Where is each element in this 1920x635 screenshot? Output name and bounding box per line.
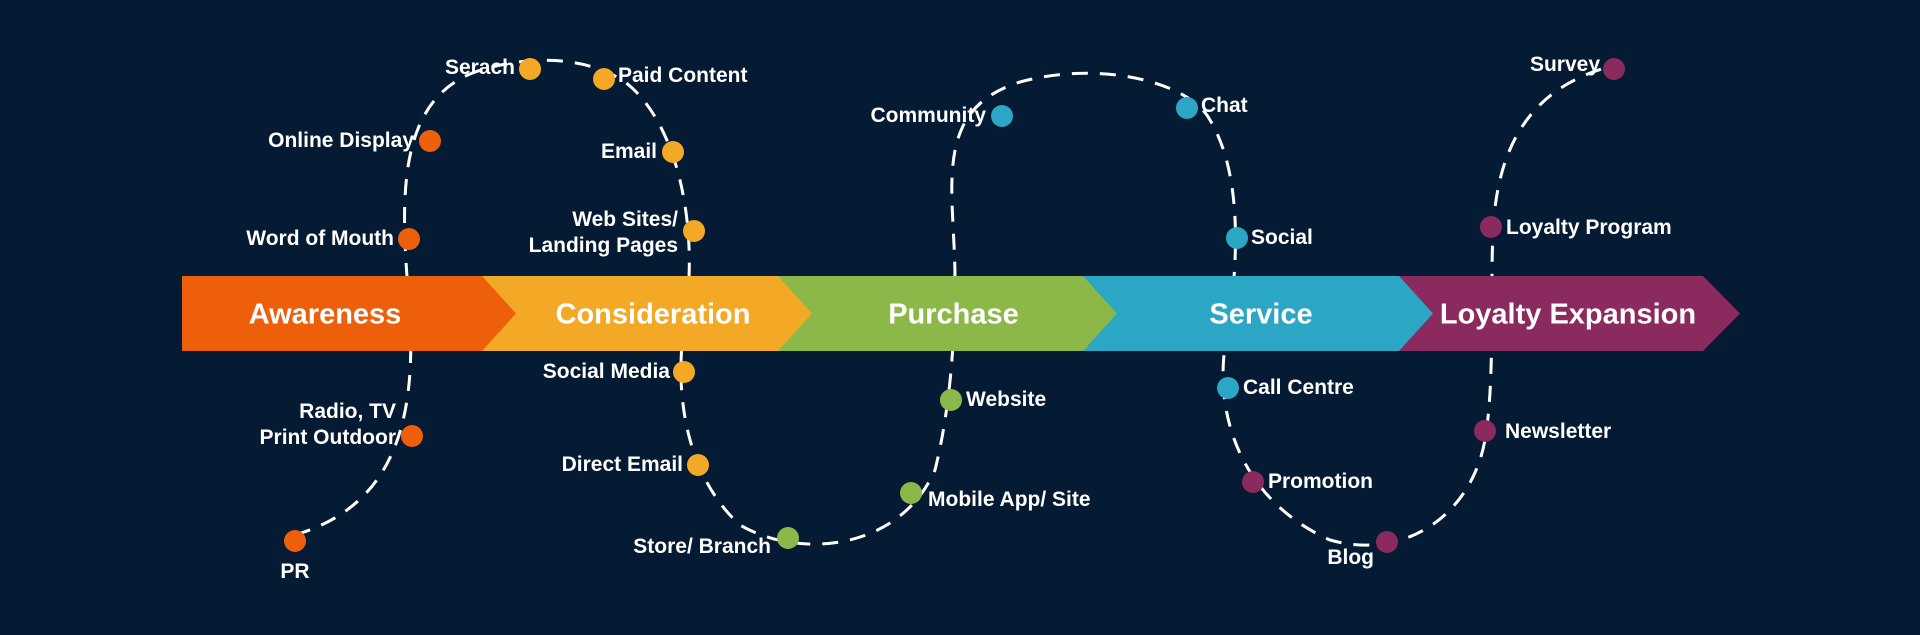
- touchpoint-store-branch: Store/ Branch: [633, 527, 799, 558]
- touchpoint-label: Website: [966, 388, 1046, 411]
- touchpoint-call-centre: Call Centre: [1217, 376, 1354, 399]
- touchpoint-label: Social: [1251, 226, 1313, 249]
- touchpoint-loyalty-program: Loyalty Program: [1480, 216, 1672, 239]
- touchpoint-dot: [683, 220, 705, 242]
- touchpoint-dot: [991, 105, 1013, 127]
- touchpoint-label: Newsletter: [1505, 420, 1611, 443]
- touchpoint-pr: PR: [280, 530, 310, 583]
- touchpoint-blog: Blog: [1327, 531, 1398, 569]
- touchpoint-label: Community: [871, 104, 987, 127]
- touchpoint-dot: [419, 130, 441, 152]
- touchpoint-label: Web Sites/Landing Pages: [529, 208, 679, 257]
- stage-arrows: Awareness Consideration Purchase Service Loy…: [182, 276, 1740, 351]
- stage-label-service: Service: [1209, 299, 1312, 331]
- touchpoint-label: Call Centre: [1243, 376, 1354, 399]
- touchpoint-paid-content: Paid Content: [593, 64, 748, 90]
- touchpoint-dot: [687, 454, 709, 476]
- touchpoint-dot: [1474, 420, 1496, 442]
- touchpoint-chat: Chat: [1176, 94, 1248, 119]
- stage-arrow-loyalty: [1399, 276, 1740, 351]
- stage-arrow-consideration: [482, 276, 823, 351]
- touchpoint-dot: [673, 361, 695, 383]
- touchpoint-social: Social: [1226, 226, 1313, 249]
- touchpoint-label: PR: [280, 560, 309, 583]
- touchpoint-label: Survey: [1530, 53, 1600, 76]
- touchpoint-direct-email: Direct Email: [562, 453, 709, 476]
- stage-arrow-awareness: [182, 276, 520, 351]
- touchpoint-email: Email: [601, 140, 684, 163]
- touchpoint-survey: Survey: [1530, 53, 1625, 80]
- journey-dashed-path: [294, 58, 1613, 547]
- touchpoint-dot: [1242, 471, 1264, 493]
- touchpoint-dot: [284, 530, 306, 552]
- touchpoint-web-sites-landing-pages: Web Sites/Landing Pages: [529, 208, 705, 257]
- touchpoint-dot: [593, 68, 615, 90]
- touchpoint-dot: [900, 482, 922, 504]
- stage-label-loyalty: Loyalty Expansion: [1440, 299, 1696, 331]
- touchpoint-label: Promotion: [1268, 470, 1373, 493]
- touchpoint-dot: [1603, 58, 1625, 80]
- touchpoint-label: Store/ Branch: [633, 535, 771, 558]
- stage-label-consideration: Consideration: [556, 299, 751, 331]
- touchpoint-label: Loyalty Program: [1506, 216, 1672, 239]
- stage-arrow-purchase: [778, 276, 1128, 351]
- touchpoint-dot: [1376, 531, 1398, 553]
- touchpoint-promotion: Promotion: [1242, 470, 1373, 493]
- touchpoint-newsletter: Newsletter: [1474, 420, 1611, 443]
- touchpoint-dot: [1480, 216, 1502, 238]
- touchpoint-label: Email: [601, 140, 657, 163]
- touchpoint-label: Word of Mouth: [246, 227, 394, 250]
- touchpoint-community: Community: [871, 104, 1013, 127]
- touchpoint-website: Website: [940, 388, 1046, 411]
- touchpoint-dot: [401, 425, 423, 447]
- touchpoint-label: Chat: [1201, 94, 1248, 117]
- touchpoint-label: Paid Content: [618, 64, 748, 87]
- stage-arrow-service: [1083, 276, 1438, 351]
- touchpoint-word-of-mouth: Word of Mouth: [246, 227, 420, 250]
- touchpoint-dot: [519, 58, 541, 80]
- touchpoint-dot: [777, 527, 799, 549]
- stage-label-purchase: Purchase: [888, 299, 1019, 331]
- touchpoint-dot: [398, 228, 420, 250]
- touchpoint-label: Direct Email: [562, 453, 683, 476]
- touchpoint-label: Social Media: [543, 360, 671, 383]
- touchpoint-label: Mobile App/ Site: [928, 488, 1091, 511]
- touchpoint-mobile-app-site: Mobile App/ Site: [900, 482, 1091, 511]
- touchpoint-online-display: Online Display: [268, 129, 441, 152]
- touchpoint-social-media: Social Media: [543, 360, 695, 383]
- touchpoint-label: Online Display: [268, 129, 414, 152]
- touchpoint-serach: Serach: [445, 56, 541, 80]
- touchpoint-dot: [662, 141, 684, 163]
- touchpoint-dot: [1176, 97, 1198, 119]
- stage-label-awareness: Awareness: [249, 299, 402, 331]
- touchpoint-dot: [1217, 377, 1239, 399]
- touchpoint-dot: [940, 389, 962, 411]
- touchpoint-dot: [1226, 227, 1248, 249]
- touchpoint-label: Serach: [445, 56, 515, 79]
- touchpoint-label: Blog: [1327, 546, 1374, 569]
